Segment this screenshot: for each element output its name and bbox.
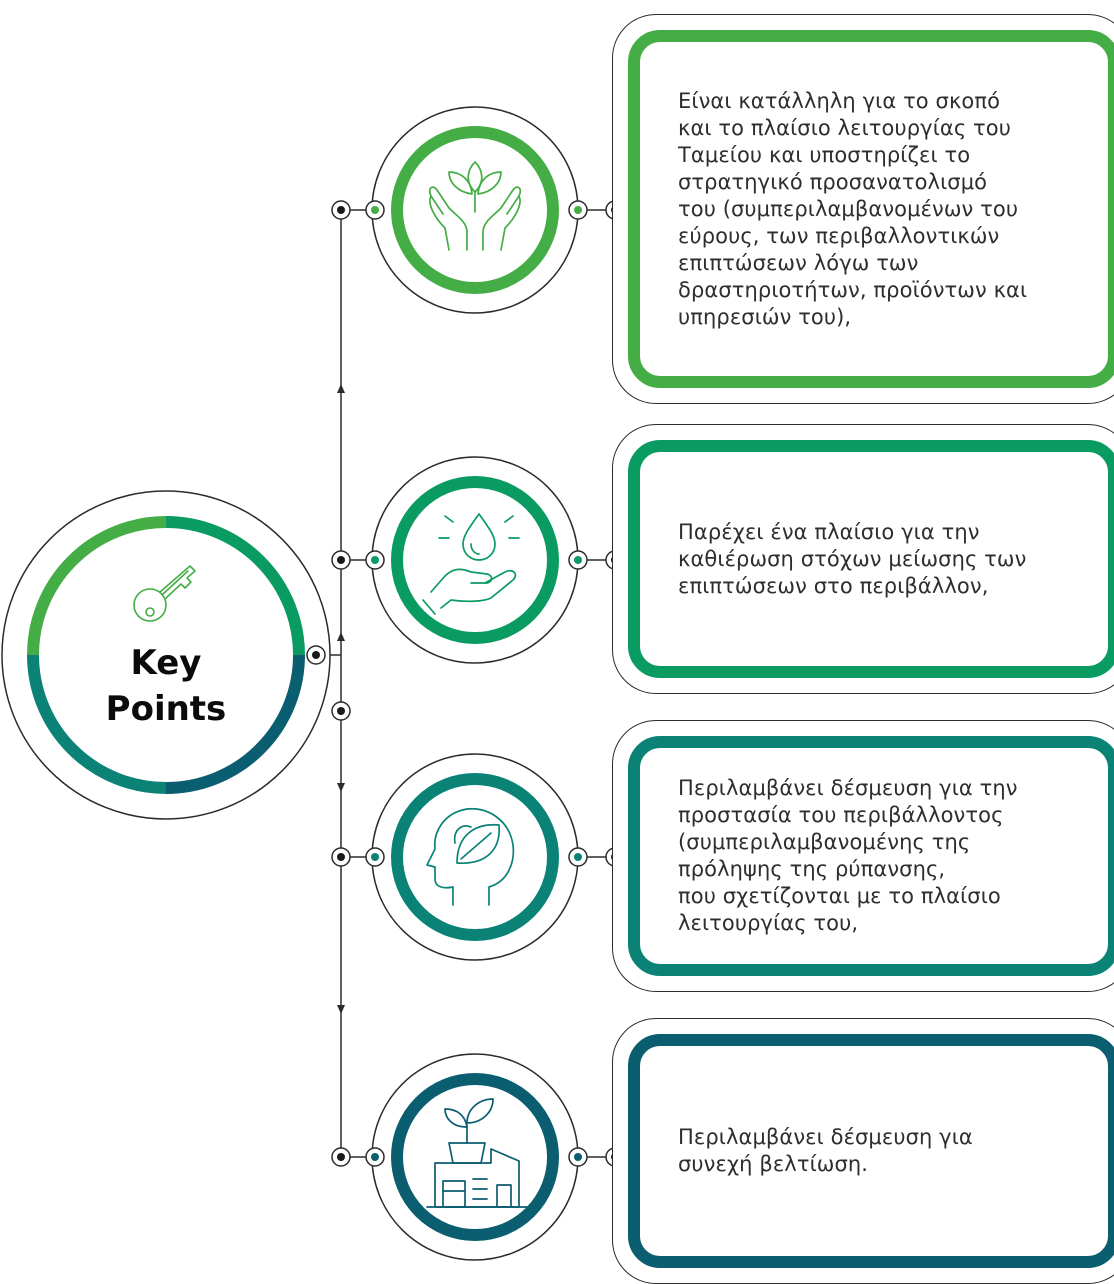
center-inner-fill bbox=[41, 530, 291, 780]
row-node-icon-left-dot bbox=[371, 556, 379, 564]
center-title: Key Points bbox=[105, 643, 227, 729]
hands-plant-glyph bbox=[428, 161, 522, 251]
connector-node-dot bbox=[337, 707, 345, 715]
info-card: Περιλαμβάνει δέσμευση για συνεχή βελτίωσ… bbox=[628, 1034, 1114, 1268]
row-node-icon-right-dot bbox=[574, 1153, 582, 1161]
row-node-left-dot bbox=[337, 853, 345, 861]
card-text: Περιλαμβάνει δέσμευση για συνεχή βελτίωσ… bbox=[678, 1125, 973, 1176]
info-card: Είναι κατάλληλη για το σκοπό και το πλαί… bbox=[628, 30, 1114, 388]
center-ring-light-green bbox=[27, 516, 167, 656]
card-text: Παρέχει ένα πλαίσιο για την καθιέρωση στ… bbox=[678, 519, 1027, 598]
row-node-left-dot bbox=[337, 1153, 345, 1161]
row-node-icon-left-dot bbox=[371, 1153, 379, 1161]
icon-ring bbox=[391, 773, 559, 941]
arrow-down-icon bbox=[337, 1005, 345, 1014]
hands-plant-icon bbox=[428, 161, 522, 251]
head-leaf-icon bbox=[426, 808, 515, 906]
center-ring-green bbox=[165, 516, 305, 656]
arrow-up-icon bbox=[337, 384, 345, 393]
hand-water-drop-icon bbox=[422, 513, 520, 615]
row-node-icon-left-dot bbox=[371, 853, 379, 861]
row-node-left-dot bbox=[337, 206, 345, 214]
info-card: Περιλαμβάνει δέσμευση για την προστασία … bbox=[628, 736, 1114, 976]
icon-ring bbox=[391, 1073, 559, 1241]
info-card: Παρέχει ένα πλαίσιο για την καθιέρωση στ… bbox=[628, 440, 1114, 678]
head-leaf-glyph bbox=[426, 808, 515, 906]
factory-plant-icon bbox=[426, 1098, 528, 1208]
factory-plant-glyph bbox=[426, 1098, 528, 1208]
card-text: Είναι κατάλληλη για το σκοπό και το πλαί… bbox=[678, 88, 1028, 329]
row-node-icon-left-dot bbox=[371, 206, 379, 214]
center-node-dot bbox=[312, 651, 320, 659]
row-node-left-dot bbox=[337, 556, 345, 564]
arrow-up-icon bbox=[337, 632, 345, 641]
row-node-icon-right-dot bbox=[574, 206, 582, 214]
center-ring-petrol bbox=[165, 654, 305, 794]
row-node-icon-right-dot bbox=[574, 556, 582, 564]
hand-water-drop-glyph bbox=[422, 513, 520, 615]
center-ring-teal bbox=[27, 654, 167, 794]
row-node-icon-right-dot bbox=[574, 853, 582, 861]
arrow-down-icon bbox=[337, 783, 345, 792]
key-icon bbox=[133, 565, 196, 622]
card-text: Περιλαμβάνει δέσμευση για την προστασία … bbox=[678, 776, 1018, 935]
